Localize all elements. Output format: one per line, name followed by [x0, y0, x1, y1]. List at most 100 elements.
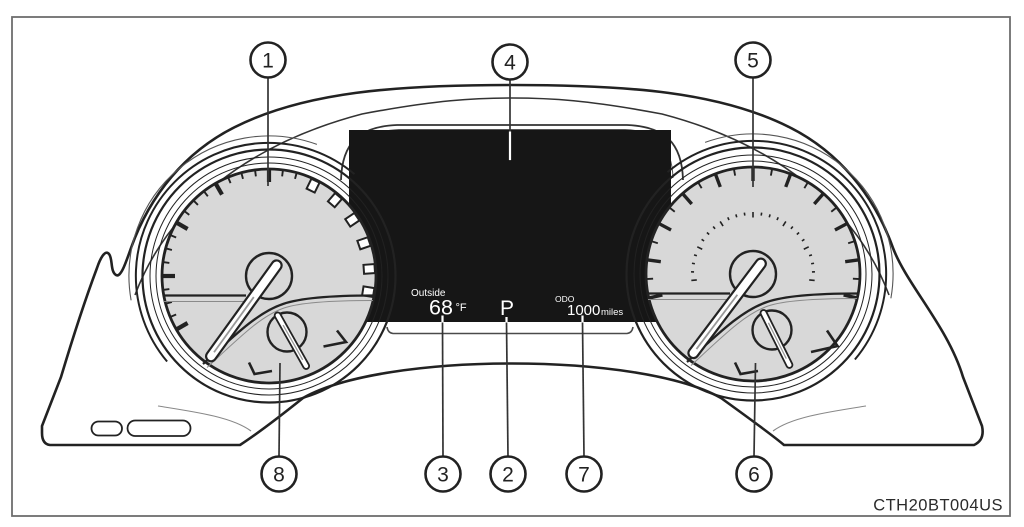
tachometer-tick	[254, 169, 257, 177]
speedometer-tick	[843, 293, 858, 300]
speedometer-tick	[657, 221, 672, 232]
speedometer-eco-dot	[706, 231, 710, 236]
speedometer	[625, 133, 894, 402]
speedometer-tick	[844, 258, 860, 264]
callout-number-8: 8	[273, 463, 285, 486]
tachometer-tick	[165, 247, 173, 251]
speedometer-tick	[769, 168, 774, 176]
multi-information-display-screen	[349, 130, 671, 322]
speedometer-eco-dot	[768, 214, 771, 218]
speedometer-eco-dot	[693, 254, 698, 257]
callout-leader-8	[278, 362, 281, 457]
outside-temp-unit: °F	[456, 302, 467, 314]
tachometer-hood-arc-faint	[128, 135, 318, 301]
coolant-needle-detail	[282, 324, 304, 361]
speedometer-eco-dot	[727, 217, 730, 221]
tachometer-tick	[175, 321, 189, 332]
shift-position-indicator: P	[500, 297, 514, 320]
tachometer-tick	[162, 288, 170, 291]
speedometer-needle	[687, 257, 767, 360]
tachometer-bezel-inner	[155, 162, 383, 390]
display-hood-outer	[340, 124, 684, 181]
speedometer-hood-arc-faint	[704, 133, 894, 299]
speedometer-eco-dot	[796, 231, 800, 236]
callout-circle-4	[491, 43, 529, 81]
speedometer-eco-dot	[790, 225, 794, 230]
speedometer-swoosh-light	[690, 298, 858, 366]
tachometer-bezel-outer	[141, 148, 397, 404]
tachometer-tick	[227, 176, 232, 184]
speedometer-eco-dot	[776, 217, 779, 221]
speedometer-hood-arc	[666, 139, 888, 361]
callout-circle-6	[735, 455, 773, 493]
tachometer-tick	[192, 199, 199, 206]
tachometer-hood-arc	[134, 141, 356, 363]
callout-leader-6	[753, 362, 757, 457]
speedometer-tick	[648, 293, 663, 300]
tachometer-bezel-mid	[149, 156, 389, 396]
tachometer-tick	[281, 169, 284, 177]
tachometer-block-tick	[326, 191, 344, 209]
tachometer-block-tick	[343, 211, 361, 228]
odometer-label: ODO	[555, 294, 575, 304]
speedometer-eco-dot	[691, 262, 696, 265]
speedometer-eco-dot	[808, 254, 813, 257]
speedometer-tick	[803, 181, 809, 189]
speedometer-tick	[713, 173, 722, 188]
tachometer-block-tick	[362, 263, 377, 275]
callout-circle-2	[489, 455, 527, 493]
speedometer-tick	[646, 258, 662, 264]
tachometer-tick	[213, 182, 224, 196]
callout-leader-2	[505, 321, 509, 457]
tachometer-tick	[169, 234, 177, 239]
tachometer-block-tick	[356, 235, 372, 251]
callout-circle-3	[424, 455, 462, 493]
tachometer-tick	[240, 172, 244, 180]
odometer-unit: miles	[601, 307, 623, 318]
callout-circle-8	[260, 455, 298, 493]
callout-circle-1	[249, 41, 287, 79]
speedometer-tick	[847, 240, 856, 245]
tachometer-tick	[294, 172, 298, 180]
callout-number-6: 6	[748, 463, 760, 486]
speedometer-eco-dot	[701, 238, 705, 242]
cluster-button-large	[126, 419, 192, 437]
odometer-value: 1000	[567, 302, 600, 319]
speedometer-corner-mark-left	[733, 361, 759, 376]
speedometer-eco-dot	[696, 246, 703, 250]
callout-circle-7	[565, 455, 603, 493]
speedometer-eco-dot	[782, 220, 787, 227]
outside-temp-value: 68	[429, 296, 453, 320]
outside-temp-label: Outside	[411, 288, 446, 299]
speedometer-eco-dot	[735, 214, 738, 218]
tachometer-needle	[204, 259, 283, 363]
tachometer-tick	[175, 220, 189, 231]
speedometer-corner-mark-right	[810, 329, 840, 354]
multi-information-display: Outside 68 °F P ODO 1000 miles	[386, 288, 634, 335]
tachometer-tick	[165, 301, 173, 305]
tachometer-block-tick	[305, 177, 321, 194]
speedometer-eco-dot	[691, 279, 697, 282]
tachometer-tick	[203, 190, 209, 197]
fuel-gauge-needle	[759, 309, 794, 369]
speedometer-eco-dot	[801, 238, 805, 242]
callout-leader-7	[581, 321, 585, 457]
callout-number-7: 7	[578, 463, 590, 486]
cluster-button-small	[90, 420, 123, 437]
tachometer-swoosh-light	[206, 300, 374, 368]
callout-number-5: 5	[747, 49, 759, 72]
tachometer-tick	[169, 313, 177, 318]
speedometer-swoosh	[686, 292, 858, 363]
speedometer-tick	[681, 192, 694, 206]
speedometer-tick	[834, 221, 849, 232]
coolant-temperature-needle	[273, 311, 311, 370]
callout-number-2: 2	[502, 463, 514, 486]
speedometer-tick	[732, 168, 737, 176]
callout-leader-3	[441, 321, 444, 457]
figure-code: CTH20BT004US	[873, 497, 1003, 515]
callout-circle-5	[734, 41, 772, 79]
callout-number-4: 4	[504, 51, 516, 74]
speedometer-eco-dot	[810, 262, 815, 265]
